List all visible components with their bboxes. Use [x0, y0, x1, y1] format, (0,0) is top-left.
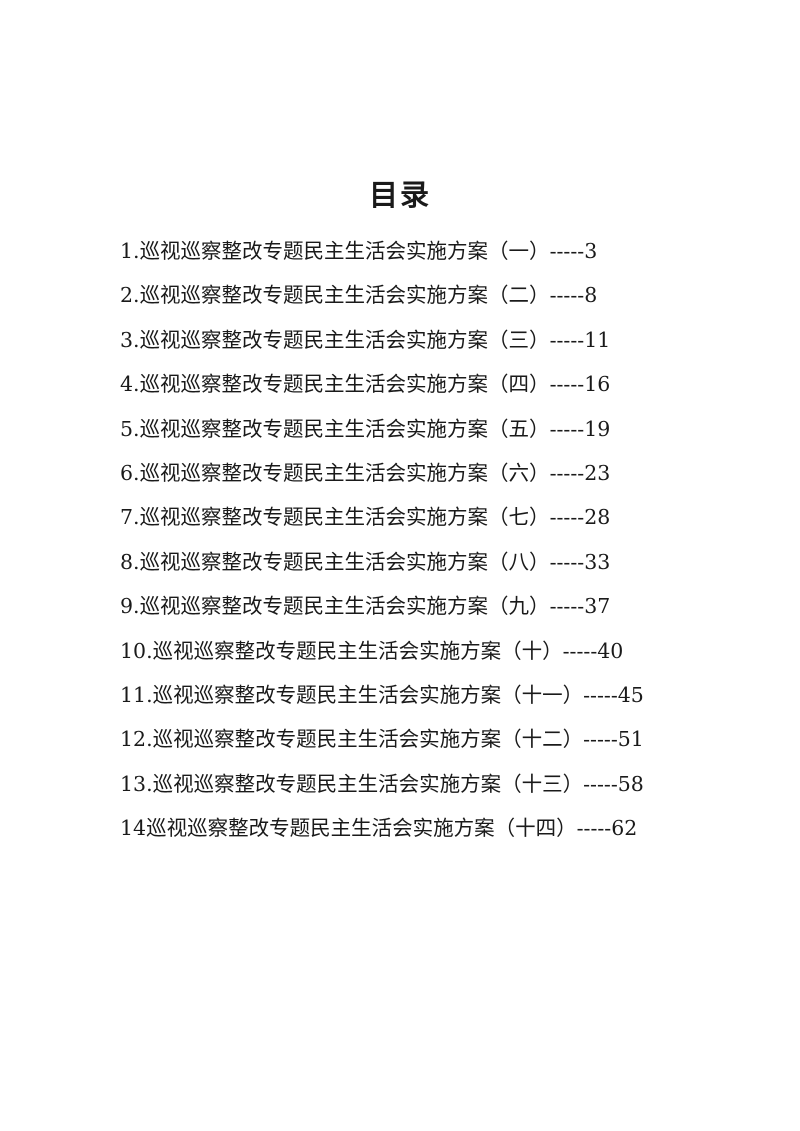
- toc-entry-title: 巡视巡察整改专题民主生活会实施方案（一）: [139, 239, 550, 263]
- toc-entry-leader: -----: [549, 594, 585, 619]
- toc-entry-title: 巡视巡察整改专题民主生活会实施方案（八）: [139, 549, 550, 574]
- toc-entry-title: 巡视巡察整改专题民主生活会实施方案（十二）: [152, 727, 584, 752]
- toc-entry-number: 11.: [120, 682, 153, 707]
- toc-entry[interactable]: 6.巡视巡察整改专题民主生活会实施方案（六）-----23: [120, 458, 644, 502]
- toc-entry-leader: -----: [549, 505, 585, 530]
- toc-entry-page: 51: [617, 727, 644, 752]
- toc-entry-number: 3.: [120, 327, 140, 352]
- toc-entry-leader: -----: [549, 283, 585, 308]
- toc-entry[interactable]: 10.巡视巡察整改专题民主生活会实施方案（十）-----40: [120, 636, 644, 680]
- toc-entry-number: 2.: [120, 283, 140, 308]
- toc-entry-number: 7.: [120, 505, 140, 530]
- toc-entry-title: 巡视巡察整改专题民主生活会实施方案（三）: [139, 327, 550, 352]
- toc-entry[interactable]: 9.巡视巡察整改专题民主生活会实施方案（九）-----37: [120, 591, 644, 635]
- toc-entry-title: 巡视巡察整改专题民主生活会实施方案（九）: [139, 594, 550, 619]
- toc-entry-page: 23: [584, 460, 611, 485]
- toc-entry-page: 11: [584, 327, 611, 352]
- toc-entry[interactable]: 13.巡视巡察整改专题民主生活会实施方案（十三）-----58: [120, 769, 644, 813]
- page-title: 目录: [368, 178, 431, 212]
- toc-entry-leader: -----: [549, 460, 585, 485]
- toc-entry-leader: -----: [549, 416, 585, 441]
- toc-entry[interactable]: 1.巡视巡察整改专题民主生活会实施方案（一）-----3: [120, 236, 644, 280]
- toc-entry[interactable]: 11.巡视巡察整改专题民主生活会实施方案（十一）-----45: [120, 680, 644, 724]
- toc-entry-title: 巡视巡察整改专题民主生活会实施方案（十三）: [152, 771, 584, 796]
- toc-entry[interactable]: 14巡视巡察整改专题民主生活会实施方案（十四）-----62: [120, 813, 644, 857]
- toc-entry-leader: -----: [583, 682, 618, 707]
- toc-entry-leader: -----: [549, 549, 585, 574]
- toc-entry-title: 巡视巡察整改专题民主生活会实施方案（四）: [139, 372, 550, 397]
- toc-entry-number: 6.: [120, 460, 140, 485]
- toc-entry-leader: -----: [549, 327, 585, 352]
- toc-entry[interactable]: 3.巡视巡察整改专题民主生活会实施方案（三）-----11: [120, 325, 644, 369]
- toc-entry-number: 13.: [120, 771, 153, 796]
- toc-entry-page: 40: [597, 638, 624, 663]
- toc-entry[interactable]: 5.巡视巡察整改专题民主生活会实施方案（五）-----19: [120, 414, 644, 458]
- toc-entry-leader: -----: [576, 816, 612, 841]
- toc-entry-page: 3: [584, 239, 598, 263]
- toc-entry-title: 巡视巡察整改专题民主生活会实施方案（二）: [139, 283, 550, 308]
- toc-entry-leader: -----: [583, 727, 618, 752]
- toc-entry-number: 1.: [120, 239, 140, 263]
- toc-entry[interactable]: 4.巡视巡察整改专题民主生活会实施方案（四）-----16: [120, 369, 644, 413]
- toc-entry-number: 14: [120, 816, 147, 841]
- toc-entry-page: 28: [584, 505, 611, 530]
- toc-entry-page: 62: [611, 816, 638, 841]
- toc-entry-page: 33: [584, 549, 611, 574]
- toc-entry-title: 巡视巡察整改专题民主生活会实施方案（十）: [152, 638, 563, 663]
- toc-entry[interactable]: 12.巡视巡察整改专题民主生活会实施方案（十二）-----51: [120, 724, 644, 768]
- toc-entry-page: 58: [617, 771, 644, 796]
- toc-entry-page: 19: [584, 416, 611, 441]
- toc-entry-number: 8.: [120, 549, 140, 574]
- toc-entry[interactable]: 2.巡视巡察整改专题民主生活会实施方案（二）-----8: [120, 280, 644, 324]
- toc-entry-leader: -----: [562, 638, 598, 663]
- toc-entry-number: 9.: [120, 594, 140, 619]
- toc-entry-leader: -----: [583, 771, 618, 796]
- toc-entry-title: 巡视巡察整改专题民主生活会实施方案（五）: [139, 416, 550, 441]
- toc-entry-leader: -----: [549, 372, 585, 397]
- toc-entry-page: 8: [584, 283, 598, 308]
- toc-entry[interactable]: 8.巡视巡察整改专题民主生活会实施方案（八）-----33: [120, 547, 644, 591]
- toc-entry-page: 16: [584, 372, 611, 397]
- toc-entry-title: 巡视巡察整改专题民主生活会实施方案（六）: [139, 460, 550, 485]
- toc-entry-page: 37: [584, 594, 611, 619]
- toc-entry-number: 4.: [120, 372, 140, 397]
- toc-entry-title: 巡视巡察整改专题民主生活会实施方案（七）: [139, 505, 550, 530]
- toc-entry-leader: -----: [549, 239, 585, 263]
- toc-entry-number: 5.: [120, 416, 140, 441]
- toc-entry-page: 45: [617, 682, 644, 707]
- toc-entry-title: 巡视巡察整改专题民主生活会实施方案（十四）: [146, 816, 577, 841]
- toc-entry[interactable]: 7.巡视巡察整改专题民主生活会实施方案（七）-----28: [120, 502, 644, 546]
- toc-entry-number: 12.: [120, 727, 153, 752]
- toc-entry-title: 巡视巡察整改专题民主生活会实施方案（十一）: [152, 682, 584, 707]
- toc-entry-number: 10.: [120, 638, 153, 663]
